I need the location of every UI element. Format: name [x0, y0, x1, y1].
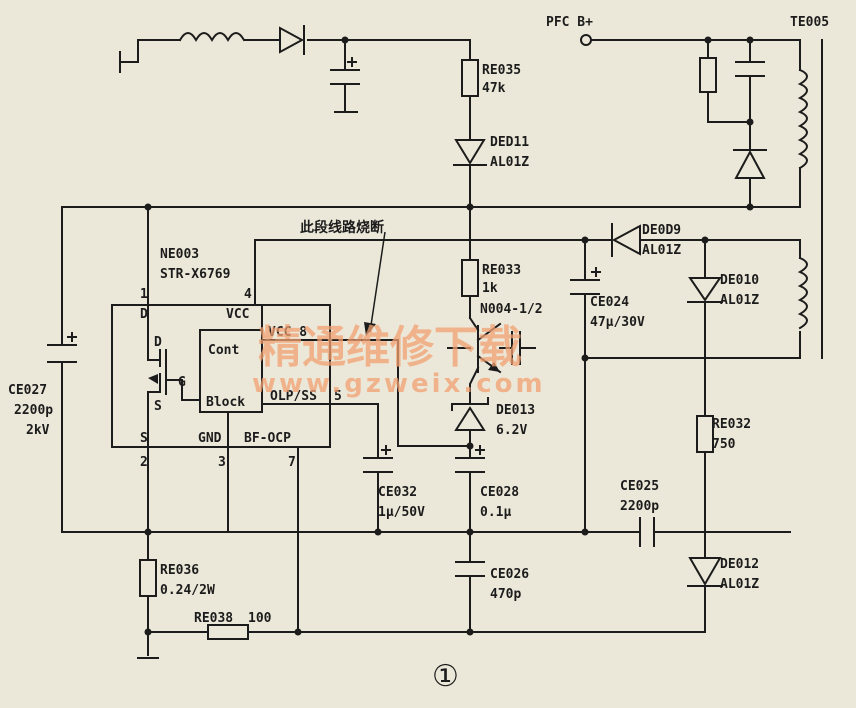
ce024-value: 47μ/30V	[590, 315, 645, 330]
re032-ref: RE032	[712, 417, 751, 432]
de013-ref: DE013	[496, 403, 535, 418]
mosfet-drain-label: D	[154, 335, 162, 350]
ce026-value: 470p	[490, 587, 521, 602]
pin2-name: S	[140, 431, 148, 446]
watermark: 精通维修下载 www.gzweix.com	[252, 322, 546, 399]
ce025-ref: CE025	[620, 479, 659, 494]
ce027-value: 2200p	[14, 403, 53, 418]
diode-ded11	[453, 139, 487, 166]
pin3-number: 3	[218, 455, 226, 470]
burnt-trace-annotation: 此段线路烧断	[300, 219, 384, 236]
ic-part: STR-X6769	[160, 267, 230, 282]
de0d9-value: AL01Z	[642, 243, 681, 258]
de012-value: AL01Z	[720, 577, 759, 592]
input-diode	[279, 25, 305, 55]
diode-de012	[687, 557, 723, 587]
pin4-name: VCC	[226, 307, 249, 322]
pin4-number: 4	[244, 287, 252, 302]
ic-ne003	[111, 304, 331, 448]
ce032-ref: CE032	[378, 485, 417, 500]
ce028-ref: CE028	[480, 485, 519, 500]
resistor-re038	[207, 624, 249, 640]
ic-ref: NE003	[160, 247, 199, 262]
pin7-name: BF-OCP	[244, 431, 291, 446]
re036-value: 0.24/2W	[160, 583, 215, 598]
capacitor-ce027	[47, 332, 77, 363]
capacitor-ce024	[570, 267, 601, 295]
block-label-top: Cont	[208, 343, 239, 358]
ce026-ref: CE026	[490, 567, 529, 582]
block-label-bottom: Block	[206, 395, 245, 410]
pfc-terminal	[580, 34, 592, 46]
diode-de010	[687, 277, 723, 303]
ce032-value: 1μ/50V	[378, 505, 425, 520]
de013-value: 6.2V	[496, 423, 527, 438]
pin8-name: VCC 8	[268, 325, 307, 340]
re035-ref: RE035	[482, 63, 521, 78]
de0d9-ref: DE0D9	[642, 223, 681, 238]
de010-ref: DE010	[720, 273, 759, 288]
figure-number: ①	[432, 659, 459, 694]
re033-ref: RE033	[482, 263, 521, 278]
input-capacitor	[330, 57, 360, 85]
transformer-label: TE005	[790, 15, 829, 30]
transistor-n004	[476, 322, 521, 374]
resistor-re035	[461, 59, 479, 97]
transformer-te005	[797, 39, 823, 359]
re038-ref: RE038	[194, 611, 233, 626]
re035-value: 47k	[482, 81, 506, 96]
re032-value: 750	[712, 437, 736, 452]
pfc-label: PFC B+	[546, 15, 593, 30]
capacitor-ce028	[455, 445, 485, 473]
resistor-re033	[461, 259, 479, 297]
resistor-re036	[139, 559, 157, 597]
snubber-network	[699, 57, 767, 179]
ce025-value: 2200p	[620, 499, 659, 514]
ce028-value: 0.1μ	[480, 505, 511, 520]
mosfet-gate-label: G	[178, 375, 186, 390]
pin1-number: 1	[140, 287, 148, 302]
input-inductor	[178, 32, 246, 43]
watermark-url: www.gzweix.com	[252, 369, 546, 399]
ce024-ref: CE024	[590, 295, 629, 310]
pin1-name: D	[140, 307, 148, 322]
de010-value: AL01Z	[720, 293, 759, 308]
junction-dots	[144, 36, 754, 636]
re036-ref: RE036	[160, 563, 199, 578]
re033-value: 1k	[482, 281, 498, 296]
labels: PFC B+ TE005 RE035 47k DED11 AL01Z 此段线路烧…	[8, 15, 829, 626]
ded11-ref: DED11	[490, 135, 529, 150]
re038-value: 100	[248, 611, 272, 626]
ded11-value: AL01Z	[490, 155, 529, 170]
ce027-ref: CE027	[8, 383, 47, 398]
watermark-chinese: 精通维修下载	[258, 322, 522, 373]
capacitor-ce025	[639, 517, 655, 547]
n004-ref: N004-1/2	[480, 302, 543, 317]
diode-de0d9	[611, 223, 641, 257]
de012-ref: DE012	[720, 557, 759, 572]
capacitor-ce026	[455, 561, 485, 577]
resistor-re032	[696, 415, 714, 453]
capacitor-ce032	[363, 445, 393, 473]
pin7-number: 7	[288, 455, 296, 470]
ce027-voltage: 2kV	[26, 423, 50, 438]
pin3-name: GND	[198, 431, 222, 446]
zener-de013	[451, 397, 489, 431]
pin5-name: OLP/SS	[270, 389, 317, 404]
annotation-arrow	[364, 231, 386, 336]
mosfet-source-label: S	[154, 399, 162, 414]
pin5-number: 5	[334, 389, 342, 404]
pin2-number: 2	[140, 455, 148, 470]
